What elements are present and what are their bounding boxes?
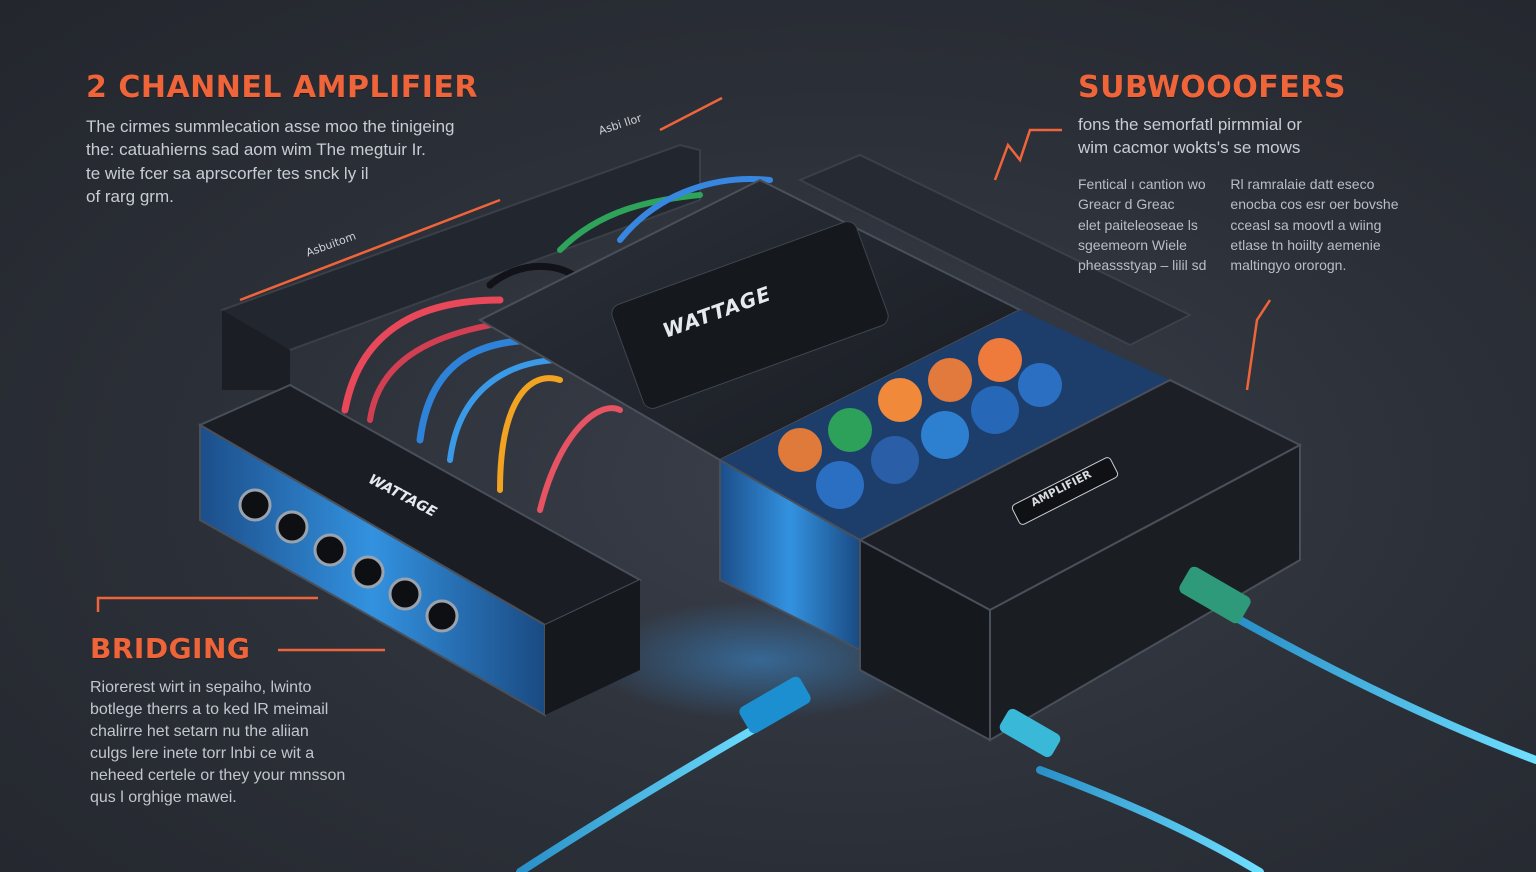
amplifier-line: the: catuahierns sad aom wim The megtuir…	[86, 140, 426, 160]
column-line: cceasl sa moovtl a wiing	[1230, 216, 1382, 233]
rca-cables	[516, 616, 1536, 872]
callout-arrows	[96, 96, 1272, 652]
bridging-line: Riorerest wirt in sepaiho, lwinto	[90, 679, 312, 696]
subwoofer-line: wim cacmor wokts's se mows	[1078, 138, 1301, 158]
bridging-panel: BRIDGING Riorerest wirt in sepaiho, lwin…	[90, 632, 420, 809]
component-bay	[720, 310, 1170, 540]
bridging-line: botlege therrs a to ked lR meimail	[90, 701, 329, 719]
input-jacks	[238, 488, 459, 633]
amplifier-line: of rarg grm.	[86, 187, 174, 207]
bridging-line: culgs lere inete torr lnbi ce wit a	[90, 745, 315, 763]
column-line: pheassstyap – lilil sd	[1078, 257, 1207, 274]
subwoofer-line: fons the semorfatl pirmmial or	[1078, 115, 1302, 134]
column-line: enocba cos esr oer bovshe	[1230, 196, 1399, 213]
bridging-line: neheed certele or they your mnsson	[90, 767, 346, 785]
amplifier-panel: 2 CHANNEL AMPLIFIER The cirmes summlecat…	[86, 70, 506, 209]
right-amplifier-unit	[857, 378, 1303, 742]
subwoofer-column-left: Fentical ı cantion wo Greacr d Greac ele…	[1078, 174, 1206, 275]
column-line: sgeemeorn Wiele	[1078, 236, 1187, 253]
subwoofer-columns: Fentical ı cantion wo Greacr d Greac ele…	[1078, 174, 1498, 275]
column-line: etlase tn hoiilty aemenie	[1230, 236, 1381, 253]
column-line: elet paiteleoseae ls	[1078, 216, 1198, 233]
column-line: Rl ramralaie datt eseco	[1230, 175, 1375, 192]
bridging-line: chalirre het setarn nu the aliian	[90, 723, 309, 741]
center-logo-plate	[611, 221, 889, 409]
left-amplifier-unit	[197, 383, 643, 717]
bridging-heading: BRIDGING	[90, 632, 251, 665]
rear-chassis-left	[220, 143, 701, 390]
column-line: Fentical ı cantion wo	[1078, 175, 1206, 192]
right-badge	[1011, 457, 1119, 525]
column-line: maltingyo ororogn.	[1230, 257, 1347, 274]
amplifier-line: The cirmes summlecation asse moo the tin…	[86, 117, 455, 136]
amplifier-heading: 2 CHANNEL AMPLIFIER	[86, 70, 479, 105]
rear-chassis-right	[797, 153, 1193, 347]
rca-plugs	[739, 566, 1251, 758]
subwoofer-panel: SUBWOOOFERS fons the semorfatl pirmmial …	[1078, 70, 1498, 275]
column-line: Greacr d Greac	[1078, 196, 1175, 213]
subwoofer-column-right: Rl ramralaie datt eseco enocba cos esr o…	[1230, 174, 1398, 275]
amplifier-line: te wite fcer sa aprscorfer tes snck ly i…	[86, 163, 369, 183]
subwoofer-heading: SUBWOOOFERS	[1078, 70, 1346, 105]
capacitor-row	[778, 338, 1062, 509]
bridging-line: qus l orghige mawei.	[90, 789, 237, 807]
